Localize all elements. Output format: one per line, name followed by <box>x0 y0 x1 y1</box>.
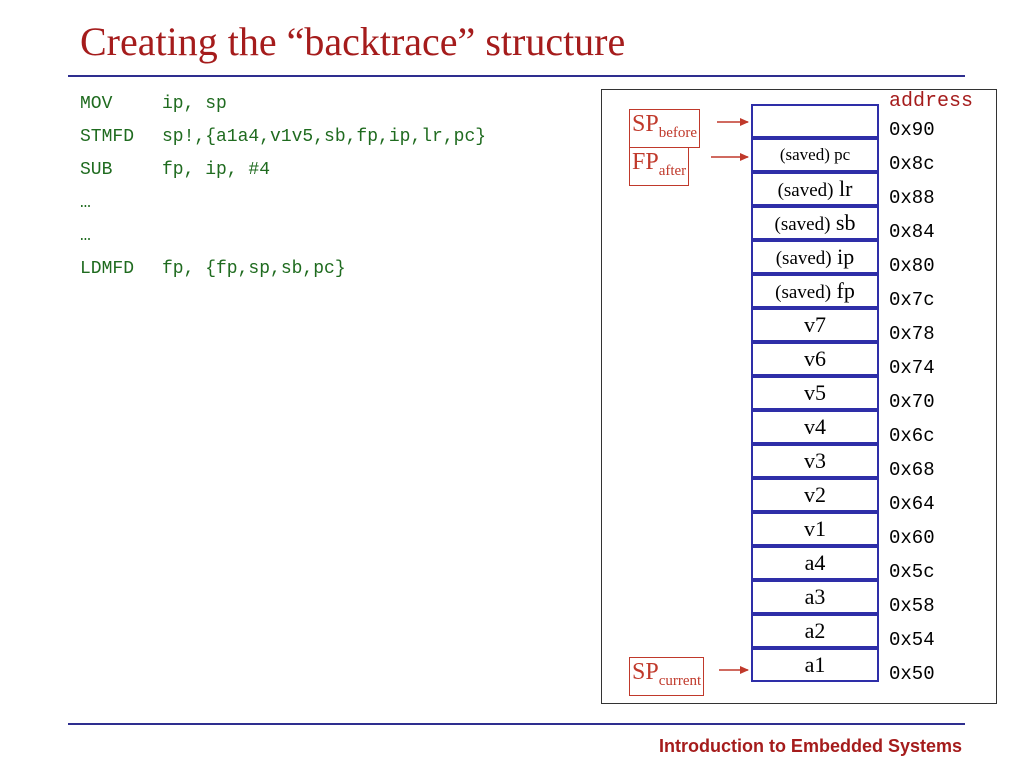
stack-cell-register: sb <box>835 210 856 235</box>
stack-address: 0x54 <box>889 629 935 651</box>
stack-cell-register: v1 <box>804 516 826 541</box>
stack-diagram-frame <box>601 89 997 704</box>
sp-before-label: SPbefore <box>629 109 701 148</box>
stack-cell: v2 <box>751 478 879 512</box>
pointer-name: FP <box>632 149 659 175</box>
code-line: SUB fp, ip, #4 <box>80 158 486 191</box>
code-line: MOV ip, sp <box>80 92 486 125</box>
stack-cell: a4 <box>751 546 879 580</box>
stack-cell: a1 <box>751 648 879 682</box>
stack-address: 0x58 <box>889 595 935 617</box>
stack-cell: a2 <box>751 614 879 648</box>
stack-address: 0x8c <box>889 153 935 175</box>
stack-cell-saved-label: (saved) <box>777 180 834 201</box>
stack-cell-saved-label: (saved) <box>775 248 832 269</box>
fp-after-label: FPafter <box>629 147 690 186</box>
stack-cell: (saved) fp <box>751 274 879 308</box>
stack-cell: v5 <box>751 376 879 410</box>
code-operands: ip, sp <box>162 94 227 114</box>
stack-address: 0x7c <box>889 289 935 311</box>
code-opcode: SUB <box>80 160 113 180</box>
stack-cell-register: v5 <box>804 380 826 405</box>
stack-cell-register: v6 <box>804 346 826 371</box>
footer-divider <box>68 723 965 725</box>
stack-cell <box>751 104 879 138</box>
stack-cell: (saved) pc <box>751 138 879 172</box>
stack-cell-saved-label: (saved) <box>779 145 830 164</box>
sp-current-label: SPcurrent <box>629 657 705 696</box>
pointer-subscript: before <box>658 125 698 141</box>
slide-title: Creating the “backtrace” structure <box>80 19 626 64</box>
code-opcode: LDMFD <box>80 259 135 279</box>
code-operands: sp!,{a1a4,v1v5,sb,fp,ip,lr,pc} <box>162 127 487 147</box>
stack-cell: (saved) lr <box>751 172 879 206</box>
assembly-code-block: MOV ip, sp STMFD sp!,{a1a4,v1v5,sb,fp,ip,l… <box>80 92 486 290</box>
stack-cell: v3 <box>751 444 879 478</box>
stack-address: 0x84 <box>889 221 935 243</box>
stack-cell-saved-label: (saved) <box>775 282 832 303</box>
stack-cell-register: v3 <box>804 448 826 473</box>
stack-cell-register: a2 <box>804 618 826 643</box>
stack-cell-register: lr <box>838 176 853 201</box>
pointer-name: SP <box>632 659 659 685</box>
stack-address: 0x74 <box>889 357 935 379</box>
title-divider <box>68 75 965 77</box>
stack-address: 0x90 <box>889 119 935 141</box>
stack-address: 0x64 <box>889 493 935 515</box>
code-line: STMFD sp!,{a1a4,v1v5,sb,fp,ip,lr,pc} <box>80 125 486 158</box>
stack-address: 0x88 <box>889 187 935 209</box>
stack-cell: v1 <box>751 512 879 546</box>
stack-cell: (saved) sb <box>751 206 879 240</box>
code-line: LDMFD fp, {fp,sp,sb,pc} <box>80 257 486 290</box>
stack-cell: a3 <box>751 580 879 614</box>
code-opcode: STMFD <box>80 127 135 147</box>
address-column-header: address <box>889 90 974 113</box>
stack-address: 0x60 <box>889 527 935 549</box>
stack-address: 0x80 <box>889 255 935 277</box>
pointer-name: SP <box>632 111 659 137</box>
stack-address: 0x6c <box>889 425 935 447</box>
stack-cell-register: ip <box>837 244 855 269</box>
code-operands: fp, {fp,sp,sb,pc} <box>162 259 346 279</box>
stack-address: 0x68 <box>889 459 935 481</box>
pointer-subscript: current <box>658 673 702 689</box>
stack-cell: v7 <box>751 308 879 342</box>
stack-address: 0x5c <box>889 561 935 583</box>
code-line: … <box>80 224 486 257</box>
stack-cell-register: fp <box>836 278 855 303</box>
stack-cell-register: v4 <box>804 414 826 439</box>
stack-cell: v6 <box>751 342 879 376</box>
stack-cell-saved-label: (saved) <box>774 214 831 235</box>
stack-cell: (saved) ip <box>751 240 879 274</box>
stack-cell-register: a1 <box>804 652 826 677</box>
pointer-subscript: after <box>658 163 687 179</box>
stack-cell-register: v2 <box>804 482 826 507</box>
code-opcode: MOV <box>80 94 113 114</box>
code-line: … <box>80 191 486 224</box>
code-operands: fp, ip, #4 <box>162 160 271 180</box>
stack-address: 0x50 <box>889 663 935 685</box>
stack-cell-register: a3 <box>804 584 826 609</box>
stack-cell-register: a4 <box>804 550 826 575</box>
stack-cell-register: v7 <box>804 312 826 337</box>
stack-address: 0x78 <box>889 323 935 345</box>
stack-cell: v4 <box>751 410 879 444</box>
code-opcode: … <box>80 226 91 246</box>
slide-footer: Introduction to Embedded Systems <box>658 736 962 756</box>
stack-address: 0x70 <box>889 391 935 413</box>
stack-cell-register: pc <box>834 145 851 164</box>
code-opcode: … <box>80 193 91 213</box>
